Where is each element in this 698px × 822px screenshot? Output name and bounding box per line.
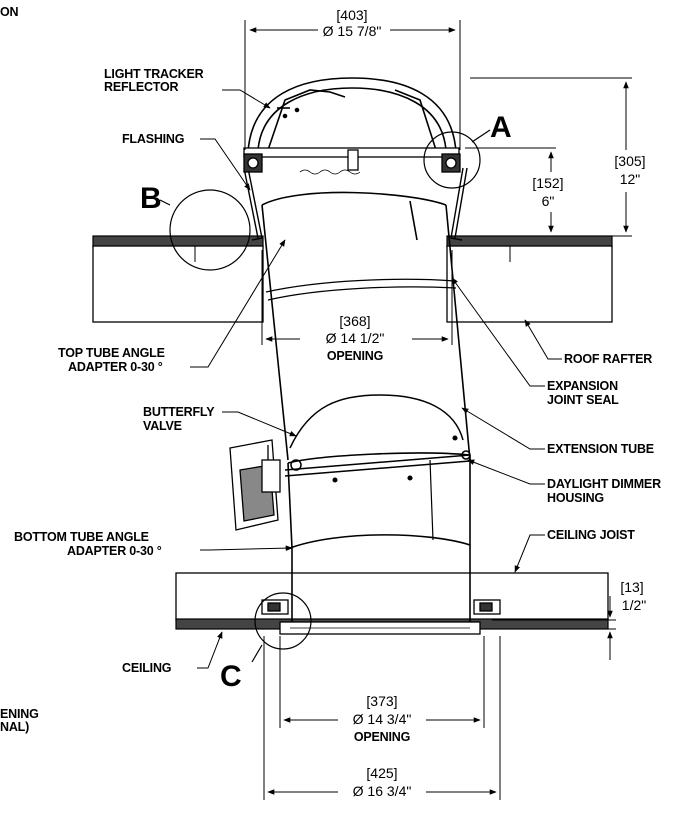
label-dimmer-1: DAYLIGHT DIMMER xyxy=(547,477,661,491)
cut-text-bottom-2: NAL) xyxy=(0,720,29,734)
label-light-tracker-1: LIGHT TRACKER xyxy=(104,67,204,81)
dim-trim-mm: [425] xyxy=(366,765,397,781)
cut-text-top: ON xyxy=(0,5,19,19)
dim-ceiling-in: 1/2" xyxy=(622,597,646,613)
dim-ring-note: OPENING xyxy=(354,730,410,744)
roof-rafter xyxy=(92,235,613,323)
dim-height-in: 12" xyxy=(620,171,641,187)
detail-c-label: C xyxy=(220,660,242,693)
detail-b-label: B xyxy=(140,182,162,215)
dim-curb-mm: [152] xyxy=(532,175,563,191)
label-extension-tube: EXTENSION TUBE xyxy=(547,442,654,456)
label-dimmer-2: HOUSING xyxy=(547,491,604,505)
flashing xyxy=(243,167,468,241)
dim-tube-mm: [368] xyxy=(339,313,370,329)
dimmer-housing xyxy=(229,439,281,531)
dim-ring-in: Ø 14 3/4" xyxy=(353,711,412,727)
label-bottom-adapter-2: ADAPTER 0-30 ° xyxy=(67,544,162,558)
label-light-tracker-2: REFLECTOR xyxy=(104,80,179,94)
butterfly-valve xyxy=(284,394,471,483)
label-top-adapter-1: TOP TUBE ANGLE xyxy=(58,346,165,360)
detail-a-label: A xyxy=(490,111,512,144)
dome xyxy=(247,77,457,153)
dim-ceiling-mm: [13] xyxy=(620,579,643,595)
dim-ring-mm: [373] xyxy=(366,693,397,709)
label-butterfly-2: VALVE xyxy=(143,419,182,433)
dim-trim-in: Ø 16 3/4" xyxy=(353,783,412,799)
label-roof-rafter: ROOF RAFTER xyxy=(564,352,652,366)
dim-dome-mm: [403] xyxy=(336,7,367,23)
label-top-adapter-2: ADAPTER 0-30 ° xyxy=(68,360,163,374)
detail-circles xyxy=(159,129,491,663)
label-expansion-2: JOINT SEAL xyxy=(547,393,619,407)
trim-ring xyxy=(261,599,501,635)
label-ceiling: CEILING xyxy=(122,661,171,675)
cut-text-bottom-1: ENING xyxy=(0,707,39,721)
label-ceiling-joist: CEILING JOIST xyxy=(547,528,635,542)
label-flashing: FLASHING xyxy=(122,132,184,146)
dim-tube-in: Ø 14 1/2" xyxy=(326,330,385,346)
dim-dome-in: Ø 15 7/8" xyxy=(323,23,382,39)
dome-ring xyxy=(243,147,461,175)
dim-height-mm: [305] xyxy=(614,153,645,169)
leader-lines xyxy=(190,89,562,669)
label-expansion-1: EXPANSION xyxy=(547,379,618,393)
dim-tube-note: OPENING xyxy=(327,349,383,363)
dimension-lines xyxy=(244,20,632,800)
ceiling-joist xyxy=(175,572,609,630)
dim-curb-in: 6" xyxy=(542,193,555,209)
label-bottom-adapter-1: BOTTOM TUBE ANGLE xyxy=(14,530,149,544)
label-butterfly-1: BUTTERFLY xyxy=(143,405,215,419)
angled-tube xyxy=(261,191,471,625)
